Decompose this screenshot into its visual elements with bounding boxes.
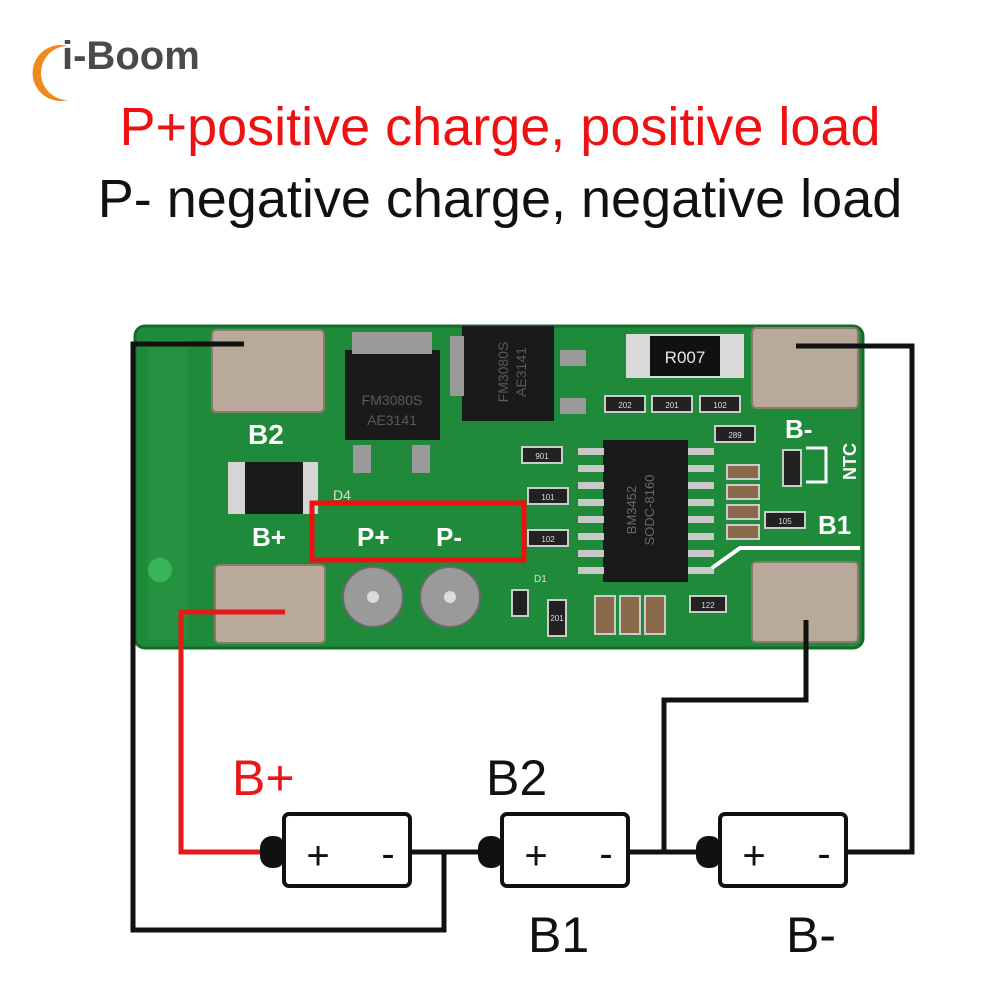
label-b2: B2 xyxy=(486,750,547,806)
ntc-thermistor xyxy=(782,449,802,487)
mosfet-2-mark-2: AE3141 xyxy=(513,347,529,397)
protection-ic xyxy=(603,440,688,582)
sense-resistor-mark: R007 xyxy=(665,348,706,367)
resistor-202-mark: 202 xyxy=(618,401,632,410)
cell-3-minus: - xyxy=(817,832,830,876)
capacitor-2 xyxy=(619,595,641,635)
resistor-289 xyxy=(714,425,756,443)
ic-pins xyxy=(578,448,714,574)
resistor-122-mark: 122 xyxy=(701,601,715,610)
battery-cell-3: + - xyxy=(696,812,848,888)
label-b1: B1 xyxy=(528,907,589,963)
resistor-201-mark: 201 xyxy=(665,401,679,410)
label-bminus: B- xyxy=(786,907,836,963)
p-terminal-highlight xyxy=(309,500,527,563)
diode-d1 xyxy=(511,589,529,617)
silk-label-ntc: NTC xyxy=(840,443,860,480)
capacitor-7 xyxy=(726,524,760,540)
resistor-201 xyxy=(651,395,693,413)
wire-bminus xyxy=(796,343,915,855)
header-negative-line: P- negative charge, negative load xyxy=(97,169,903,229)
ntc-silk xyxy=(806,446,828,484)
cell-1-plus: + xyxy=(306,834,329,878)
silk-label-pplus: P+ xyxy=(357,522,390,552)
wire-b2 xyxy=(130,341,447,933)
brand-logo xyxy=(30,30,230,102)
silk-label-b2: B2 xyxy=(248,419,284,450)
silk-label-b1: B1 xyxy=(818,510,851,540)
brand-mark-icon xyxy=(32,45,68,102)
cell-3-plus: + xyxy=(742,834,765,878)
diode-d1-mark: D1 xyxy=(534,574,547,585)
resistor-202 xyxy=(604,395,646,413)
silk-label-bplus: B+ xyxy=(252,522,286,552)
resistor-101-mark: 101 xyxy=(541,493,555,502)
pad-bplus xyxy=(214,564,326,644)
d4-mark: D4 xyxy=(333,487,351,503)
cell-1-minus: - xyxy=(381,832,394,876)
mosfet-2-mark-1: FM3080S xyxy=(495,342,511,403)
mosfet-1-mark-2: AE3141 xyxy=(367,412,417,428)
cell-2-minus: - xyxy=(599,832,612,876)
resistor-102a-mark: 102 xyxy=(713,401,727,410)
label-bplus: B+ xyxy=(232,750,295,806)
resistor-102b xyxy=(527,529,569,547)
capacitor-1 xyxy=(594,595,616,635)
resistor-122 xyxy=(689,595,727,613)
mosfet-1 xyxy=(345,350,440,440)
resistor-105 xyxy=(764,511,806,529)
silk-label-pminus: P- xyxy=(436,522,462,552)
battery-cell-2: + - xyxy=(478,812,630,888)
header-positive-line: P+positive charge, positive load xyxy=(119,97,881,157)
ic-mark-2: SODC-8160 xyxy=(642,475,657,546)
resistor-289-mark: 289 xyxy=(728,431,742,440)
resistor-105-mark: 105 xyxy=(778,517,792,526)
resistor-201b xyxy=(547,599,567,637)
wire-b1 xyxy=(661,620,809,852)
resistor-101 xyxy=(527,487,569,505)
pcb-edge xyxy=(148,340,188,640)
capacitor-5 xyxy=(726,484,760,500)
resistor-901-mark: 901 xyxy=(535,452,549,461)
ic-mark-1: BM3452 xyxy=(624,486,639,534)
wire-bplus xyxy=(178,609,285,855)
cell-2-plus: + xyxy=(524,834,547,878)
capacitor-3 xyxy=(644,595,666,635)
resistor-102b-mark: 102 xyxy=(541,535,555,544)
mosfet-1-mark-1: FM3080S xyxy=(362,392,423,408)
resistor-102a xyxy=(699,395,741,413)
capacitor-4 xyxy=(726,464,760,480)
pad-b2 xyxy=(211,329,325,413)
protection-board: FM3080S AE3141 FM3080S AE3141 R007 202 2… xyxy=(133,324,865,650)
pcb-hole xyxy=(148,558,172,582)
resistor-901 xyxy=(521,446,563,464)
battery-cell-1: + - xyxy=(260,812,412,888)
silk-label-bminus: B- xyxy=(785,414,812,444)
brand-name: i-Boom xyxy=(62,34,200,78)
resistor-201b-mark: 201 xyxy=(550,614,564,623)
capacitor-6 xyxy=(726,504,760,520)
mosfet-2 xyxy=(462,326,554,421)
pad-bminus xyxy=(751,327,859,409)
silk-line xyxy=(710,546,860,570)
wires xyxy=(130,341,915,933)
